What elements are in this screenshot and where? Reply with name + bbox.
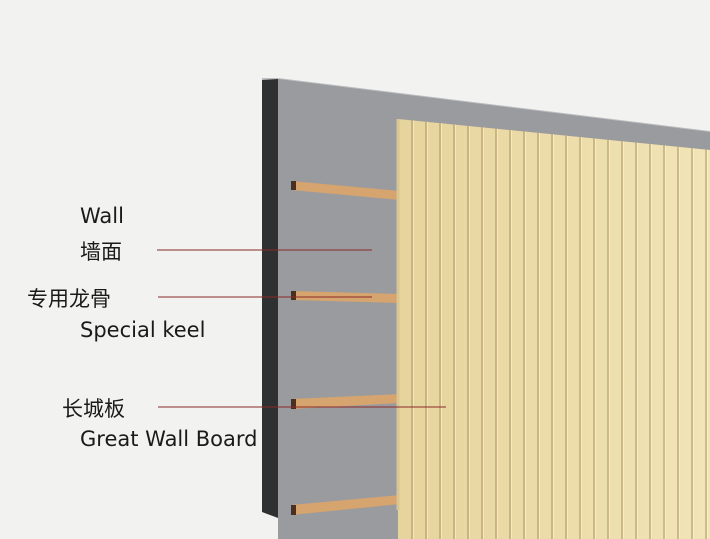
wall-label-zh: 墙面	[80, 240, 122, 264]
keel-label-en: Special keel	[80, 318, 206, 342]
keel-label-zh: 专用龙骨	[27, 287, 111, 311]
keel-top	[291, 181, 400, 200]
board-grooves	[411, 120, 708, 539]
keel-lower	[291, 394, 400, 409]
wall-side-edge	[262, 79, 278, 518]
keel-bottom	[291, 495, 400, 515]
board-label-en: Great Wall Board	[80, 427, 258, 451]
board-label-zh: 长城板	[62, 397, 125, 421]
wall-label-en: Wall	[80, 204, 124, 228]
